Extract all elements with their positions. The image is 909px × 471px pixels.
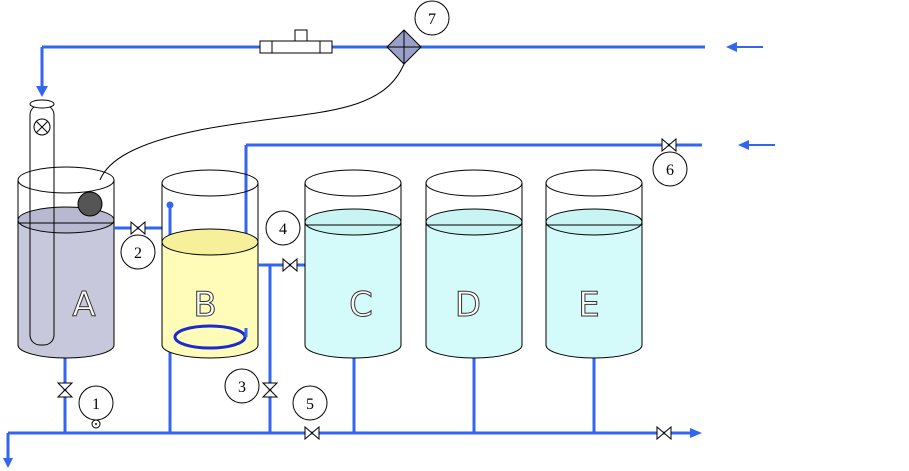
tank-a-label: A	[72, 285, 95, 325]
tank-d: D	[425, 169, 523, 359]
flow-arrow-icon	[36, 86, 48, 97]
flow-meter-icon	[259, 29, 333, 54]
valve-6[interactable]	[661, 137, 677, 153]
svg-text:2: 2	[134, 245, 142, 262]
tank-e: E	[545, 169, 643, 359]
valve-outlet[interactable]	[656, 425, 672, 441]
top-inlet-arrow	[726, 42, 763, 52]
gauge-icon	[91, 419, 101, 429]
second-inlet-arrow	[738, 140, 775, 150]
tank-c: C	[304, 169, 402, 359]
tank-b-label: B	[193, 285, 216, 325]
tank-b: B	[161, 169, 259, 359]
tank-c-label: C	[349, 285, 373, 325]
float-valve-icon	[33, 118, 51, 136]
top-supply-pipe	[36, 45, 705, 97]
valve-3[interactable]	[261, 382, 279, 398]
flow-arrow-icon	[3, 458, 13, 468]
tank-e-label: E	[578, 285, 599, 325]
svg-text:4: 4	[279, 221, 287, 238]
flow-arrow-icon	[690, 428, 702, 438]
flow-arrow-icon	[738, 140, 749, 150]
marker-1: 1	[78, 385, 114, 421]
marker-7: 7	[414, 0, 450, 36]
filter-icon	[386, 29, 422, 65]
marker-6: 6	[652, 151, 688, 187]
valve-1[interactable]	[56, 382, 74, 398]
signal-cable	[99, 63, 405, 181]
svg-text:3: 3	[238, 379, 246, 396]
marker-3: 3	[224, 368, 260, 404]
tank-d-label: D	[455, 285, 481, 325]
flow-arrow-icon	[726, 42, 737, 52]
valve-2[interactable]	[130, 220, 146, 236]
pump-icon	[77, 191, 103, 217]
svg-text:6: 6	[666, 162, 674, 179]
svg-text:7: 7	[428, 11, 436, 28]
marker-2: 2	[120, 234, 156, 270]
valve-4[interactable]	[282, 257, 298, 273]
svg-text:5: 5	[306, 396, 314, 413]
svg-text:1: 1	[92, 396, 100, 413]
tank-a: A	[17, 99, 115, 359]
marker-5: 5	[292, 385, 328, 421]
marker-4: 4	[265, 210, 301, 246]
valve-5[interactable]	[304, 425, 320, 441]
